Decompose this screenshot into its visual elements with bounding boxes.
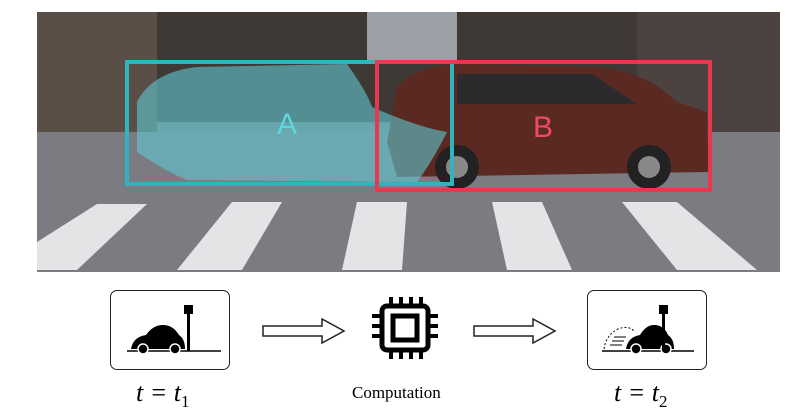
red-suv (387, 64, 709, 189)
region-a-fill (137, 64, 447, 182)
car-lamp-icon (127, 305, 221, 355)
time-t2-caption: t = t2 (614, 378, 668, 412)
scene-after-panel (587, 290, 707, 370)
arrow-right-icon (262, 318, 346, 344)
time-t1-caption: t = t1 (136, 378, 190, 412)
sky (367, 12, 457, 62)
region-b-box (375, 60, 712, 192)
scene-before-panel (110, 290, 230, 370)
moving-car-lamp-icon (602, 305, 694, 355)
region-a-box (125, 60, 454, 186)
region-a-label: A (277, 108, 298, 141)
crosswalk (37, 202, 757, 270)
region-b-label: B (533, 111, 554, 144)
time-t1-text: t = t (136, 378, 181, 407)
time-t1-subscript: 1 (181, 392, 190, 412)
computation-label: Computation (352, 383, 441, 402)
street-scene (37, 12, 780, 272)
street-scene-photo: A B (37, 12, 780, 272)
cpu-chip-icon (372, 297, 438, 359)
arrow-right-icon (473, 318, 557, 344)
time-t2-subscript: 2 (659, 392, 668, 412)
time-t2-text: t = t (614, 378, 659, 407)
